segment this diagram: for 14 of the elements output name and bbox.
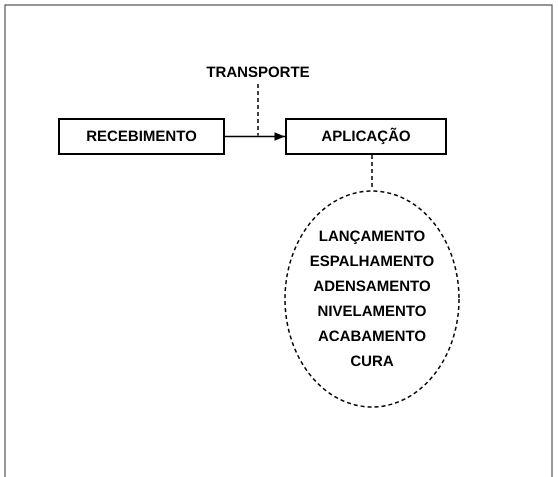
step-text: LANÇAMENTO bbox=[318, 227, 426, 247]
box-label: APLICAÇÃO bbox=[321, 128, 411, 145]
step-text: ADENSAMENTO bbox=[313, 277, 431, 297]
box-label: RECEBIMENTO bbox=[86, 128, 197, 145]
step-text: NIVELAMENTO bbox=[318, 302, 426, 322]
step-text: CURA bbox=[350, 352, 394, 372]
dashed-connector bbox=[257, 84, 259, 136]
dashed-connector bbox=[371, 155, 373, 190]
process-box bbox=[58, 118, 225, 155]
node-label: TRANSPORTE bbox=[206, 64, 310, 80]
process-box bbox=[285, 118, 447, 155]
arrow bbox=[225, 132, 285, 141]
step-text: ESPALHAMENTO bbox=[310, 252, 434, 272]
step-text: ACABAMENTO bbox=[318, 327, 426, 347]
